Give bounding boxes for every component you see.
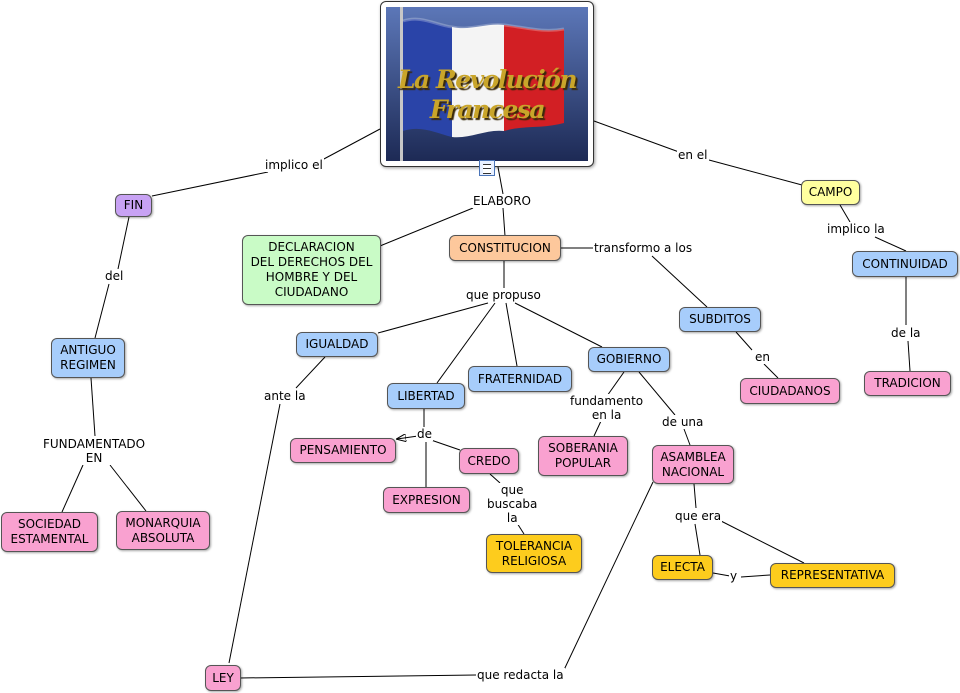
- concept-monarquia-absoluta[interactable]: MONARQUIA ABSOLUTA: [116, 511, 210, 550]
- concept-libertad[interactable]: LIBERTAD: [387, 383, 465, 409]
- french-flag-banner: La Revolución Francesa: [386, 7, 588, 161]
- concept-tradicion[interactable]: TRADICION: [864, 371, 951, 396]
- concept-soberania-popular[interactable]: SOBERANIA POPULAR: [538, 436, 628, 476]
- link-fundamentado-en: FUNDAMENTADO EN: [42, 437, 147, 465]
- concept-expresion[interactable]: EXPRESION: [383, 487, 470, 513]
- link-de-la: de la: [890, 326, 922, 340]
- link-implico-la: implico la: [826, 222, 886, 236]
- flag-graphic: [386, 7, 588, 161]
- concept-ley[interactable]: LEY: [205, 665, 241, 691]
- concept-pensamiento[interactable]: PENSAMIENTO: [290, 438, 396, 463]
- link-elaboro: ELABORO: [472, 194, 533, 208]
- concept-ciudadanos[interactable]: CIUDADANOS: [740, 378, 840, 404]
- title-image-caption: La Revolución Francesa: [397, 65, 578, 124]
- concept-asamblea-nacional[interactable]: ASAMBLEA NACIONAL: [652, 445, 734, 484]
- link-en-el: en el: [677, 148, 709, 162]
- link-en: en: [754, 350, 771, 364]
- concept-fin[interactable]: FIN: [115, 194, 152, 217]
- link-que-buscaba-la: que buscaba la: [486, 483, 539, 525]
- concept-constitucion[interactable]: CONSTITUCION: [449, 235, 561, 261]
- concept-representativa[interactable]: REPRESENTATIVA: [770, 563, 895, 588]
- concept-igualdad[interactable]: IGUALDAD: [296, 332, 378, 357]
- concept-electa[interactable]: ELECTA: [652, 555, 713, 580]
- title-image[interactable]: La Revolución Francesa: [380, 1, 594, 167]
- link-que-propuso: que propuso: [465, 288, 542, 302]
- concept-tolerancia-religiosa[interactable]: TOLERANCIA RELIGIOSA: [486, 534, 582, 573]
- link-fundamento-en-la: fundamento en la: [569, 394, 645, 422]
- link-transformo-a-los: transformo a los: [593, 241, 694, 255]
- concept-sociedad-estamental[interactable]: SOCIEDAD ESTAMENTAL: [1, 512, 98, 552]
- concept-fraternidad[interactable]: FRATERNIDAD: [468, 366, 572, 392]
- concept-antiguo-regimen[interactable]: ANTIGUO REGIMEN: [51, 338, 125, 378]
- link-ante-la: ante la: [263, 389, 307, 403]
- link-que-era: que era: [674, 509, 723, 523]
- link-implico-el: implico el: [264, 158, 324, 172]
- document-icon[interactable]: [479, 160, 495, 176]
- link-del: del: [104, 269, 125, 283]
- link-que-redacta-la: que redacta la: [476, 668, 565, 682]
- link-y: y: [729, 569, 739, 583]
- concept-declaracion[interactable]: DECLARACION DEL DERECHOS DEL HOMBRE Y DE…: [242, 235, 381, 305]
- concept-campo[interactable]: CAMPO: [801, 180, 860, 205]
- link-de-una: de una: [661, 415, 705, 429]
- concept-credo[interactable]: CREDO: [459, 448, 519, 474]
- concept-gobierno[interactable]: GOBIERNO: [588, 347, 670, 372]
- concept-continuidad[interactable]: CONTINUIDAD: [852, 251, 958, 277]
- link-de: de: [416, 427, 433, 441]
- concept-subditos[interactable]: SUBDITOS: [679, 307, 761, 332]
